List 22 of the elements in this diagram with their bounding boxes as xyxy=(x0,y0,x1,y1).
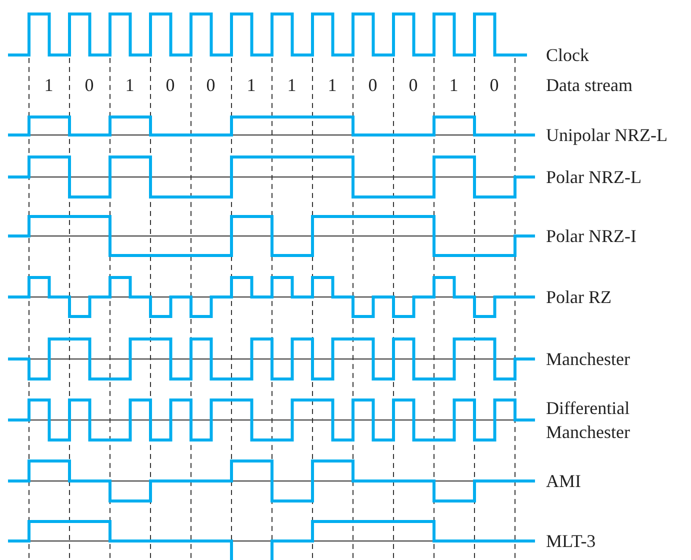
bit-value: 0 xyxy=(408,74,418,97)
encoding-label: Polar RZ xyxy=(546,286,612,309)
bit-value: 0 xyxy=(368,74,378,97)
bit-value: 0 xyxy=(84,74,94,97)
encoding-label: Differential Manchester xyxy=(546,397,631,444)
encoding-label: Manchester xyxy=(546,348,630,371)
signal-label: Data stream xyxy=(546,74,632,97)
bit-value: 1 xyxy=(246,74,256,97)
signal-label: Clock xyxy=(546,44,589,67)
encoding-label: MLT-3 xyxy=(546,530,596,553)
bit-value: 0 xyxy=(166,74,175,97)
encoding-label: Unipolar NRZ-L xyxy=(546,124,668,147)
bit-value: 1 xyxy=(449,74,458,97)
bit-value: 0 xyxy=(490,74,499,97)
bit-value: 1 xyxy=(125,74,134,97)
encoding-label: Polar NRZ-L xyxy=(546,166,642,189)
encoding-label: Polar NRZ-I xyxy=(546,225,636,248)
bit-value: 1 xyxy=(287,74,296,97)
bit-value: 1 xyxy=(44,74,54,97)
encoding-label: AMI xyxy=(546,470,581,493)
bit-value: 0 xyxy=(206,74,216,97)
bit-value: 1 xyxy=(328,74,337,97)
